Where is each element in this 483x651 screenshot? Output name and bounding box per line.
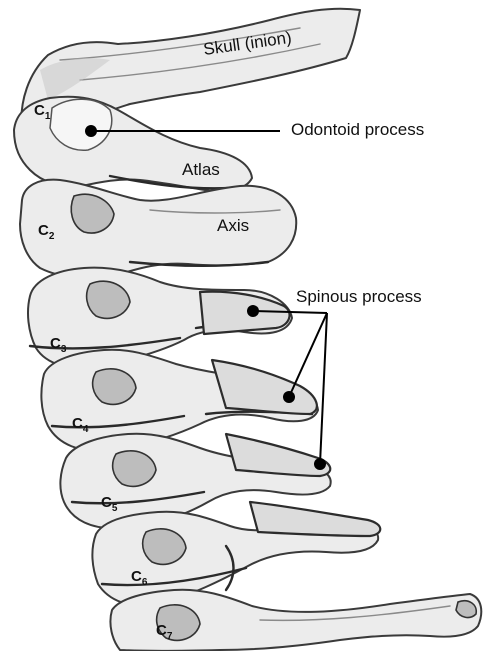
spinous-process-label: Spinous process bbox=[296, 287, 422, 307]
spinous-marker-3 bbox=[314, 458, 326, 470]
spinous-marker-2 bbox=[283, 391, 295, 403]
spinous-leader-line-3 bbox=[320, 313, 327, 464]
vertebra-label-c3: C3 bbox=[50, 335, 66, 355]
axis-label: Axis bbox=[217, 216, 249, 236]
spinous-process-c5 bbox=[226, 434, 330, 476]
vertebra-label-c6: C6 bbox=[131, 568, 147, 588]
spinous-marker-1 bbox=[247, 305, 259, 317]
spinous-leader-line-2 bbox=[289, 313, 327, 397]
spinous-process-c6 bbox=[250, 502, 380, 536]
vertebra-label-c5: C5 bbox=[101, 494, 117, 514]
atlas-label: Atlas bbox=[182, 160, 220, 180]
vertebra-label-c1: C1 bbox=[34, 102, 50, 122]
vertebra-label-c7: C7 bbox=[156, 622, 172, 642]
vertebra-label-c2: C2 bbox=[38, 222, 54, 242]
vertebra-label-c4: C4 bbox=[72, 415, 88, 435]
odontoid-marker bbox=[85, 125, 97, 137]
odontoid-process-label: Odontoid process bbox=[291, 120, 424, 140]
